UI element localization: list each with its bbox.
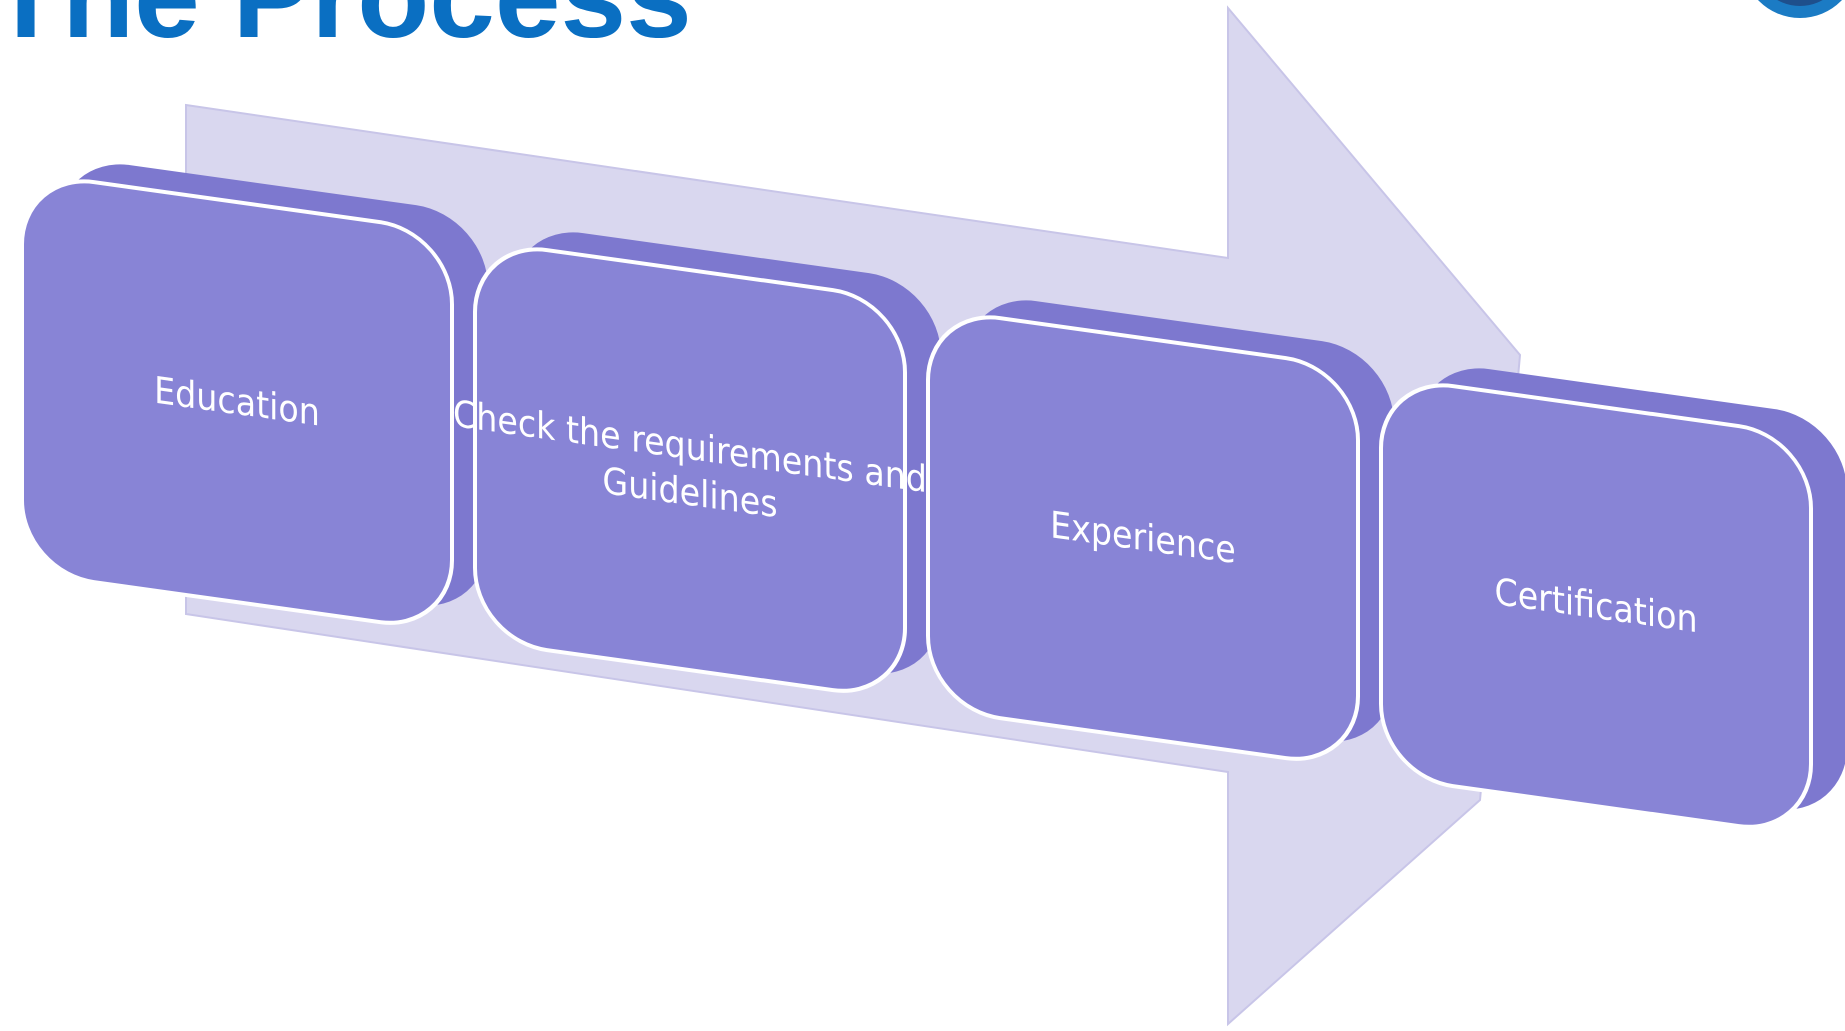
process-step: Education <box>20 164 488 625</box>
step-box <box>473 247 907 693</box>
logo-icon <box>1758 0 1842 18</box>
step-box <box>1379 383 1813 829</box>
process-step: Check the requirements andGuidelines <box>453 232 941 693</box>
slide-title: The Process <box>0 0 692 56</box>
step-box <box>926 315 1360 761</box>
step-box <box>20 179 454 625</box>
logo-ring <box>1758 0 1842 18</box>
logo-center <box>1777 0 1823 6</box>
process-step: Experience <box>926 300 1394 761</box>
process-step: Certification <box>1379 368 1845 829</box>
